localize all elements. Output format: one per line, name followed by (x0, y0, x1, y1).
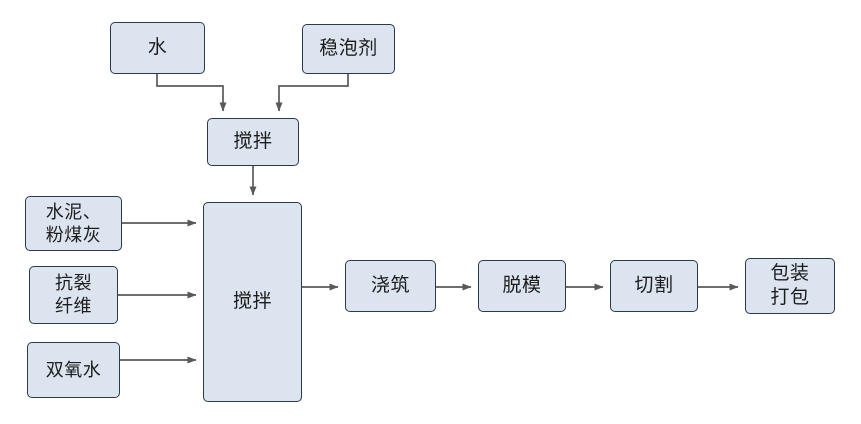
node-stabilizer-label: 稳泡剂 (319, 38, 378, 60)
node-anticrack-fiber-label: 抗裂 纤维 (55, 273, 92, 316)
node-stabilizer[interactable]: 稳泡剂 (302, 24, 395, 74)
node-packaging-label: 包装 打包 (770, 263, 810, 308)
node-mix-main-label: 搅拌 (232, 291, 272, 313)
node-water-label: 水 (147, 37, 168, 59)
node-mix-first-label: 搅拌 (233, 131, 273, 153)
node-anticrack-fiber[interactable]: 抗裂 纤维 (29, 266, 118, 324)
node-packaging[interactable]: 包装 打包 (745, 258, 835, 314)
node-hydrogen-peroxide-label: 双氧水 (45, 359, 102, 380)
node-cement-flyash-label: 水泥、 粉煤灰 (45, 201, 102, 245)
node-demolding[interactable]: 脱模 (478, 260, 566, 312)
node-casting[interactable]: 浇筑 (345, 260, 436, 312)
node-water[interactable]: 水 (110, 22, 205, 74)
node-mix-first[interactable]: 搅拌 (207, 118, 299, 166)
node-casting-label: 浇筑 (370, 275, 410, 297)
edge-water-to-mix1 (156, 74, 227, 112)
edge-stabilizer-to-mix1 (275, 74, 349, 112)
node-demolding-label: 脱模 (502, 275, 542, 297)
node-cutting-label: 切割 (634, 275, 674, 297)
node-hydrogen-peroxide[interactable]: 双氧水 (27, 342, 120, 398)
node-cutting[interactable]: 切割 (610, 260, 698, 312)
node-cement-flyash[interactable]: 水泥、 粉煤灰 (25, 196, 122, 251)
node-mix-main[interactable]: 搅拌 (203, 202, 302, 402)
